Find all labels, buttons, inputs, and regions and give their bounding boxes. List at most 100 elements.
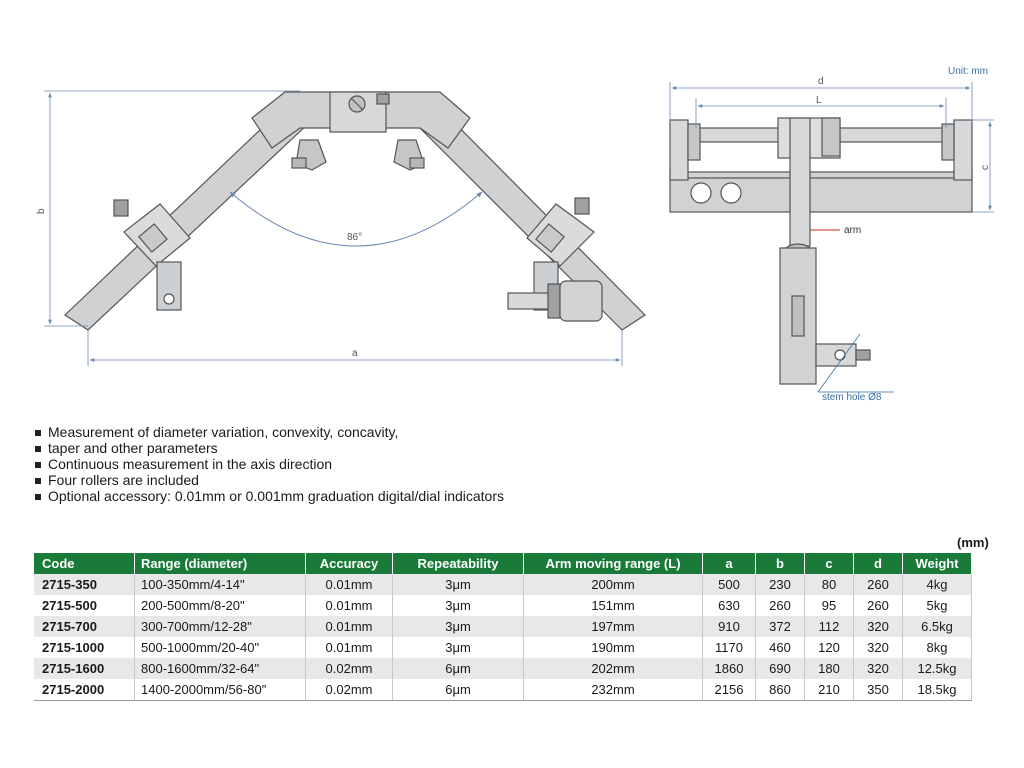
feature-item: Four rollers are included [34, 472, 504, 488]
cell-a: 630 [702, 595, 756, 616]
cell-a: 910 [702, 616, 756, 637]
col-header-code: Code [34, 553, 135, 574]
col-header-accuracy: Accuracy [305, 553, 393, 574]
cell-b: 372 [755, 616, 805, 637]
specification-table: Code Range (diameter) Accuracy Repeatabi… [34, 553, 972, 701]
cell-c: 80 [804, 574, 854, 595]
cell-code: 2715-350 [34, 574, 135, 595]
cell-arm-range: 197mm [523, 616, 703, 637]
table-row: 2715-500 200-500mm/8-20" 0.01mm 3μm 151m… [34, 595, 972, 616]
cell-weight: 18.5kg [902, 679, 972, 701]
cell-repeatability: 3μm [392, 595, 524, 616]
col-header-weight: Weight [902, 553, 972, 574]
v-gauge-side-view [669, 117, 973, 385]
cell-accuracy: 0.02mm [305, 658, 393, 679]
cell-d: 320 [853, 616, 903, 637]
cell-repeatability: 3μm [392, 637, 524, 658]
cell-weight: 6.5kg [902, 616, 972, 637]
col-header-range: Range (diameter) [134, 553, 306, 574]
cell-c: 210 [804, 679, 854, 701]
table-row: 2715-1000 500-1000mm/20-40" 0.01mm 3μm 1… [34, 637, 972, 658]
cell-code: 2715-1600 [34, 658, 135, 679]
feature-item: Continuous measurement in the axis direc… [34, 456, 504, 472]
arm-label: arm [844, 225, 861, 236]
col-header-d: d [853, 553, 903, 574]
col-header-repeatability: Repeatability [392, 553, 524, 574]
cell-weight: 12.5kg [902, 658, 972, 679]
cell-weight: 4kg [902, 574, 972, 595]
cell-arm-range: 200mm [523, 574, 703, 595]
angle-label: 86° [347, 232, 362, 243]
cell-repeatability: 6μm [392, 658, 524, 679]
cell-code: 2715-700 [34, 616, 135, 637]
cell-b: 460 [755, 637, 805, 658]
cell-c: 180 [804, 658, 854, 679]
cell-range: 300-700mm/12-28" [134, 616, 306, 637]
cell-repeatability: 3μm [392, 616, 524, 637]
col-header-c: c [804, 553, 854, 574]
cell-arm-range: 190mm [523, 637, 703, 658]
cell-accuracy: 0.01mm [305, 637, 393, 658]
dimension-L-label: L [816, 95, 822, 106]
cell-range: 1400-2000mm/56-80" [134, 679, 306, 701]
table-row: 2715-1600 800-1600mm/32-64" 0.02mm 6μm 2… [34, 658, 972, 679]
cell-arm-range: 232mm [523, 679, 703, 701]
cell-a: 1170 [702, 637, 756, 658]
feature-item-continued: taper and other parameters [34, 440, 504, 456]
feature-item: Optional accessory: 0.01mm or 0.001mm gr… [34, 488, 504, 504]
dimension-b-label: b [36, 208, 47, 214]
cell-b: 690 [755, 658, 805, 679]
cell-c: 95 [804, 595, 854, 616]
table-row: 2715-350 100-350mm/4-14" 0.01mm 3μm 200m… [34, 574, 972, 595]
dimension-c-label: c [980, 165, 991, 170]
table-row: 2715-700 300-700mm/12-28" 0.01mm 3μm 197… [34, 616, 972, 637]
col-header-a: a [702, 553, 756, 574]
cell-d: 320 [853, 658, 903, 679]
cell-d: 320 [853, 637, 903, 658]
table-row: 2715-2000 1400-2000mm/56-80" 0.02mm 6μm … [34, 679, 972, 701]
cell-d: 260 [853, 595, 903, 616]
cell-arm-range: 151mm [523, 595, 703, 616]
stem-hole-label: stem hole Ø8 [822, 392, 882, 403]
technical-drawing: 86° a b d [36, 76, 994, 403]
feature-text: Measurement of diameter variation, conve… [48, 424, 399, 440]
cell-code: 2715-1000 [34, 637, 135, 658]
cell-c: 120 [804, 637, 854, 658]
cell-weight: 8kg [902, 637, 972, 658]
feature-text: Optional accessory: 0.01mm or 0.001mm gr… [48, 488, 505, 504]
col-header-arm-range: Arm moving range (L) [523, 553, 703, 574]
cell-a: 2156 [702, 679, 756, 701]
feature-text: Four rollers are included [48, 472, 199, 488]
cell-range: 800-1600mm/32-64" [134, 658, 306, 679]
dimension-d-label: d [818, 76, 824, 87]
cell-accuracy: 0.01mm [305, 616, 393, 637]
v-gauge-front-view [64, 91, 646, 331]
angle-arc [229, 191, 483, 247]
cell-code: 2715-2000 [34, 679, 135, 701]
cell-a: 1860 [702, 658, 756, 679]
feature-list: Measurement of diameter variation, conve… [34, 424, 504, 504]
cell-b: 230 [755, 574, 805, 595]
cell-range: 500-1000mm/20-40" [134, 637, 306, 658]
cell-code: 2715-500 [34, 595, 135, 616]
cell-d: 260 [853, 574, 903, 595]
unit-note: Unit: mm [948, 66, 988, 77]
feature-item: Measurement of diameter variation, conve… [34, 424, 504, 440]
table-unit-label: (mm) [957, 535, 989, 550]
cell-repeatability: 3μm [392, 574, 524, 595]
cell-accuracy: 0.01mm [305, 574, 393, 595]
cell-c: 112 [804, 616, 854, 637]
table-header-row: Code Range (diameter) Accuracy Repeatabi… [34, 553, 972, 574]
cell-arm-range: 202mm [523, 658, 703, 679]
dimension-a-label: a [352, 348, 358, 359]
cell-weight: 5kg [902, 595, 972, 616]
cell-accuracy: 0.01mm [305, 595, 393, 616]
cell-d: 350 [853, 679, 903, 701]
cell-range: 200-500mm/8-20" [134, 595, 306, 616]
cell-b: 260 [755, 595, 805, 616]
cell-repeatability: 6μm [392, 679, 524, 701]
cell-a: 500 [702, 574, 756, 595]
feature-text: Continuous measurement in the axis direc… [48, 456, 333, 472]
cell-range: 100-350mm/4-14" [134, 574, 306, 595]
cell-b: 860 [755, 679, 805, 701]
